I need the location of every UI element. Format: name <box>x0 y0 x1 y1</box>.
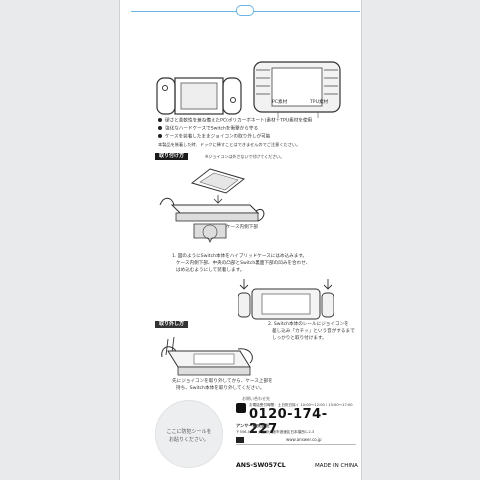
section-remove-heading: 取り外し方 <box>155 321 189 328</box>
step2-line1: 2. Switch本体のレールにジョイコンを <box>268 322 349 327</box>
seal-text-line2: お貼りください。 <box>168 437 209 443</box>
feature-3: ケースを装着したままジョイコンの取り外しが可能 <box>158 134 270 141</box>
case-detail-illustration <box>193 223 227 243</box>
remove-illustration <box>161 336 253 376</box>
case-illustration <box>253 61 341 118</box>
model-number: ANS-SW057CL <box>236 462 286 469</box>
bullet-icon <box>158 126 162 130</box>
support-hours: お電話受付時間：土日祝日除く 10:00〜12:00 / 13:00〜17:00 <box>249 403 353 407</box>
company-name: アンサー株式会社 <box>236 423 270 428</box>
country-of-origin: MADE IN CHINA <box>315 463 358 469</box>
dock-note: 本製品を装着した時、ドックに挿すことはできませんのでご注意ください。 <box>158 142 301 147</box>
joycon-illustration <box>238 279 334 320</box>
step1-line1: 1. 図のようにSwitch本体をハイブリッドケースにはめ込みます。 <box>172 254 308 259</box>
hang-guide-left <box>131 11 237 12</box>
feature-1: 硬さと柔軟性を兼ね備えたPC(ポリカーボネート)素材＋TPU素材を使用 <box>158 118 312 125</box>
company-address: 〒556-0004 大阪府大阪市浪速区日本橋西1-2-3 <box>236 430 315 434</box>
support-block: お問い合わせ先 お電話受付時間：土日祝日除く 10:00〜12:00 / 13:… <box>236 396 356 437</box>
hang-hole <box>236 5 254 16</box>
step1-line2: ケース内側下部、中央の凸部とSwitch裏面下部の凹みを合わせ、 <box>176 261 311 266</box>
remove-line2: 持ち、Switch本体を取り外してください。 <box>176 386 265 391</box>
step2-line2: 差し込み「カチッ」という音がするまで <box>272 329 355 334</box>
divider <box>236 444 356 445</box>
security-seal-area: ここに防犯シールを お貼りください。 <box>155 400 223 468</box>
web-icon <box>236 437 244 443</box>
attach-caption: ※ジョイコンは外さないで付けてください。 <box>205 154 285 159</box>
remove-line1: 先にジョイコンを取り外してから、ケース上部を <box>172 379 273 384</box>
bullet-icon <box>158 118 162 122</box>
phone-icon <box>236 403 246 413</box>
step2-line3: しっかりと取り付けます。 <box>272 336 327 341</box>
attach-illustration <box>159 168 265 222</box>
section-attach-heading: 取り付け方 <box>155 153 189 160</box>
support-phone: 0120-174-227 <box>249 407 328 437</box>
pc-material-label: PC素材 <box>272 100 288 105</box>
hang-guide-right <box>254 11 360 12</box>
support-header: お問い合わせ先 <box>242 396 270 401</box>
console-illustration <box>156 77 242 115</box>
tpu-material-label: TPU素材 <box>310 100 329 105</box>
case-rear-bottom-label: ケース内側下部 <box>226 225 258 230</box>
step1-line3: はめ込むようにして装着します。 <box>176 268 245 273</box>
seal-text-line1: ここに防犯シールを <box>166 429 212 435</box>
bullet-icon <box>158 134 162 138</box>
feature-2: 強化なハードケースでSwitchを衝撃から守る <box>158 126 258 133</box>
web-address: www.answer.co.jp <box>286 437 322 442</box>
